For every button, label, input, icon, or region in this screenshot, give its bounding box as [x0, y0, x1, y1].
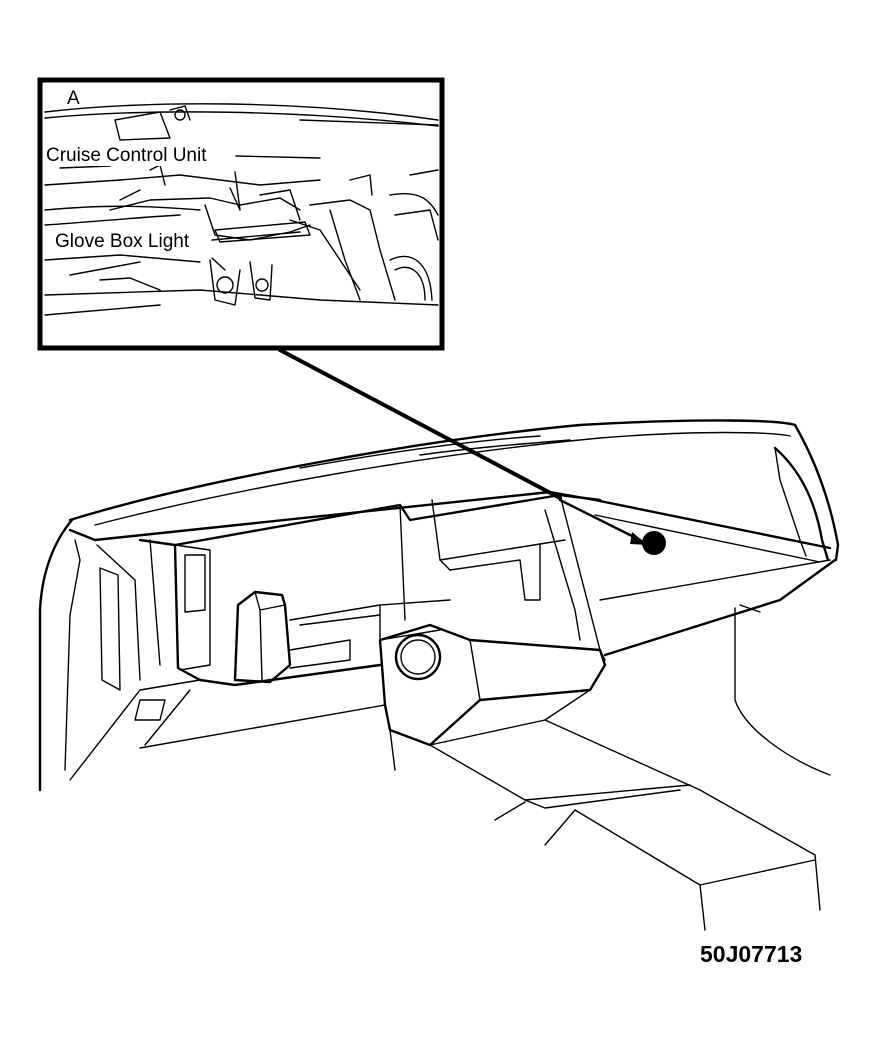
location-marker-dot	[642, 531, 666, 555]
figure-code: 50J07713	[700, 941, 802, 967]
cruise-control-leader	[235, 155, 321, 159]
inset-letter: A	[67, 88, 80, 109]
glove-box-light-leader	[211, 231, 301, 241]
inset-detail: A Cruise Control Unit Glove Box Light	[37, 77, 445, 351]
cruise-control-unit-label: Cruise Control Unit	[46, 145, 207, 166]
dashboard-illustration	[38, 419, 840, 931]
inset-frame	[37, 77, 445, 351]
inset-leader-line	[278, 348, 562, 500]
glove-box-light-label: Glove Box Light	[55, 231, 190, 252]
